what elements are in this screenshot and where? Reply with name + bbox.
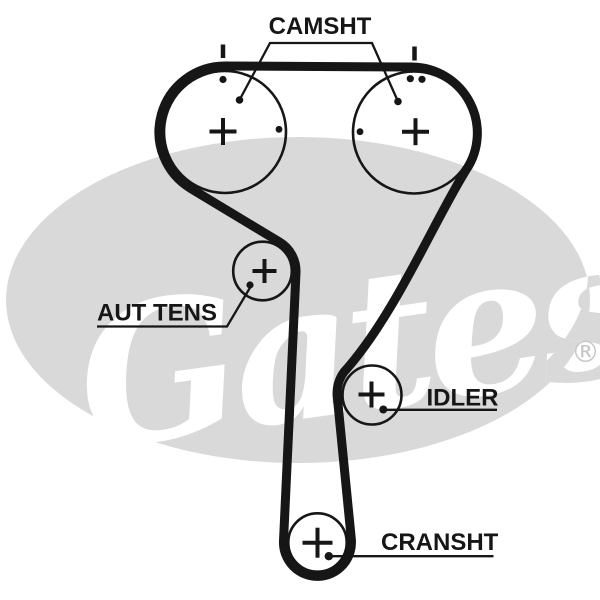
crankshaft-leader-dot	[324, 552, 333, 561]
registered-trademark-icon: ®	[571, 335, 600, 369]
center-cross-marks	[209, 118, 429, 558]
timing-dot-right-cam-top-1	[406, 75, 414, 83]
pulleys	[162, 69, 477, 573]
tensioner-leader-dot	[246, 281, 254, 289]
timing-dot-left-cam-inner	[275, 125, 283, 133]
component-labels: CAMSHT AUT TENS IDLER CRANSHT	[97, 13, 499, 556]
idler-cross	[358, 381, 385, 408]
tensioner-label: AUT TENS	[97, 300, 217, 327]
camshaft-left-leader-dot	[235, 96, 244, 104]
crankshaft-label: CRANSHT	[381, 529, 499, 556]
crankshaft-sprocket	[286, 511, 348, 573]
idler-label: IDLER	[427, 385, 499, 412]
tensioner-cross	[252, 259, 277, 283]
camshaft-leader-line	[238, 41, 400, 102]
timing-marks	[219, 44, 426, 136]
tensioner-leader-line	[97, 285, 252, 328]
camshaft-label: CAMSHT	[269, 13, 372, 40]
idler-pulley	[341, 364, 403, 426]
timing-dot-right-cam-top-2	[418, 75, 426, 83]
leader-dots	[235, 96, 402, 561]
timing-dot-left-cam-top	[219, 75, 227, 84]
crankshaft-cross	[302, 527, 333, 558]
timing-belt	[154, 61, 482, 581]
leader-lines	[97, 41, 497, 558]
idler-leader-dot	[379, 405, 388, 414]
camshaft-right-cross	[402, 118, 429, 146]
timing-dot-right-cam-inner	[356, 128, 364, 136]
gates-watermark: Gates ®	[6, 137, 600, 493]
camshaft-sprocket-left	[162, 69, 288, 195]
camshaft-left-cross	[209, 118, 237, 145]
camshaft-right-leader-dot	[394, 97, 402, 106]
